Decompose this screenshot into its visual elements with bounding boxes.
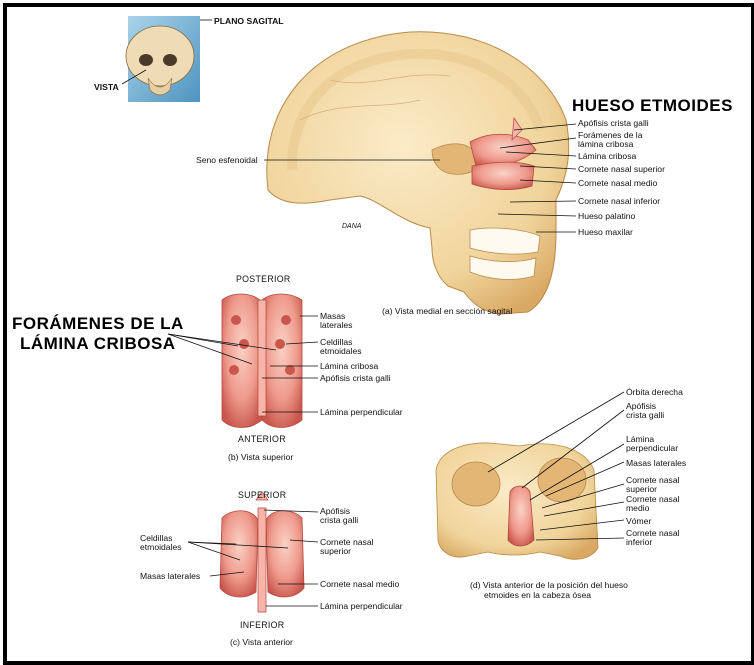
ethmoid-bone-title: HUESO ETMOIDES [572, 96, 733, 116]
b-anterior-label: ANTERIOR [238, 434, 286, 444]
inset-plane-label: PLANO SAGITAL [214, 16, 284, 26]
panel-b-caption: (b) Vista superior [228, 452, 293, 462]
d-label-middle-concha-line2: medio [626, 503, 649, 513]
panel-c-ethmoid-anterior [220, 492, 304, 612]
b-label-perpendicular-plate: Lámina perpendicular [320, 407, 403, 417]
a-label-cribriform-plate: Lámina cribosa [578, 151, 636, 161]
d-label-crista-galli-line2: crista galli [626, 410, 664, 420]
d-orbit-right [538, 458, 586, 502]
cribriform-foramina-title-line2: LÁMINA CRIBOSA [20, 334, 176, 354]
d-label-perp-plate-line2: perpendicular [626, 443, 678, 453]
c-perpendicular-plate [258, 508, 266, 612]
panel-a-skull [267, 32, 569, 314]
c-inferior-label: INFERIOR [240, 620, 284, 630]
inset-orbit-right [163, 54, 177, 66]
artist-signature: DANA [342, 222, 361, 232]
c-label-air-cells-line2: etmoidales [140, 542, 182, 552]
panel-d-caption-line2: etmoides en la cabeza ósea [484, 590, 591, 600]
d-label-right-orbit: Órbita derecha [626, 387, 683, 397]
b-posterior-label: POSTERIOR [236, 274, 291, 284]
cribriform-foramina-title-line1: FORÁMENES DE LA [12, 314, 184, 334]
inset-orbit-left [139, 54, 153, 66]
c-label-perpendicular-plate: Lámina perpendicular [320, 601, 403, 611]
b-label-cribriform-plate: Lámina cribosa [320, 361, 378, 371]
d-orbit-left [452, 462, 500, 506]
a-label-maxilla: Hueso maxilar [578, 227, 633, 237]
c-label-superior-concha-line2: superior [320, 546, 351, 556]
c-superior-label: SUPERIOR [238, 490, 286, 500]
a-label-middle-concha: Cornete nasal medio [578, 178, 657, 188]
a-label-palatine-bone: Hueso palatino [578, 211, 635, 221]
d-label-vomer: Vómer [626, 516, 651, 526]
a-label-inferior-concha: Cornete nasal inferior [578, 196, 660, 206]
a-label-superior-concha: Cornete nasal superior [578, 164, 665, 174]
label-sphenoid-sinus: Seno esfenoidal [196, 155, 258, 165]
b-label-air-cells-line2: etmoidales [320, 346, 362, 356]
panel-d-caption-line1: (d) Vista anterior de la posición del hu… [470, 580, 628, 590]
b-label-crista-galli: Apófisis crista galli [320, 373, 391, 383]
inset-skull-diagram [122, 16, 212, 102]
panel-c-caption: (c) Vista anterior [230, 637, 293, 647]
b-lateral-mass-right [262, 294, 302, 428]
c-lateral-mass-left [220, 511, 258, 597]
panel-d-skull-anterior [436, 443, 598, 559]
d-label-lateral-masses: Masas laterales [626, 458, 686, 468]
d-label-inferior-concha-line2: inferior [626, 537, 652, 547]
panel-a-caption: (a) Vista medial en sección sagital [382, 306, 512, 316]
b-label-lateral-masses-line2: laterales [320, 320, 352, 330]
c-label-lateral-masses: Masas laterales [140, 571, 200, 581]
a-label-foramina-line2: lámina cribosa [578, 139, 633, 149]
c-label-middle-concha: Cornete nasal medio [320, 579, 399, 589]
b-crista-galli [258, 300, 266, 416]
d-ethmoid [508, 486, 534, 546]
c-label-crista-galli-line2: crista galli [320, 515, 358, 525]
inset-cranium [126, 26, 194, 86]
inset-view-label: VISTA [94, 82, 119, 92]
a-label-crista-galli: Apófisis crista galli [578, 118, 649, 128]
d-label-superior-concha-line2: superior [626, 484, 657, 494]
panel-b-ethmoid-superior [222, 294, 302, 428]
